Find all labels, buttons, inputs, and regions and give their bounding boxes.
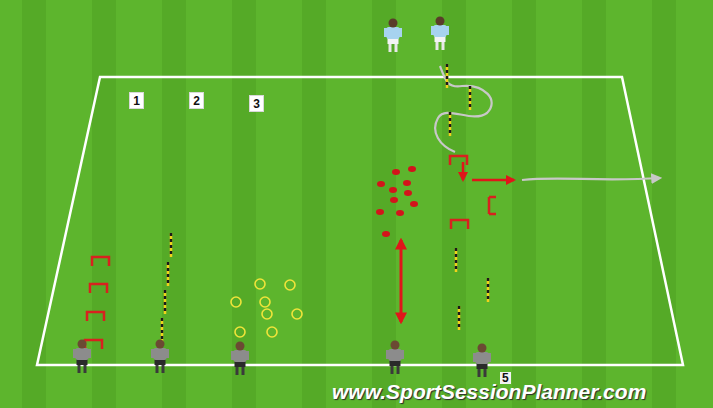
grass-stripe xyxy=(302,0,326,408)
slalom-pole xyxy=(162,318,163,342)
sprint-arrow xyxy=(400,240,403,322)
marker-dot xyxy=(377,181,385,187)
ring xyxy=(231,297,241,307)
slalom-pole xyxy=(168,262,169,286)
ring xyxy=(267,327,277,337)
slalom-pole xyxy=(447,64,448,88)
marker-dot xyxy=(403,180,411,186)
grass-stripe xyxy=(512,0,536,408)
marker-dot xyxy=(389,187,397,193)
marker-dot xyxy=(390,197,398,203)
hurdle xyxy=(85,340,102,349)
player xyxy=(231,342,249,376)
run-arrow xyxy=(472,179,514,182)
marker-dot xyxy=(396,210,404,216)
player xyxy=(473,344,491,378)
hurdle xyxy=(87,312,104,321)
player xyxy=(431,17,449,51)
slalom-pole xyxy=(456,248,457,272)
grass-stripe xyxy=(232,0,256,408)
ring xyxy=(285,280,295,290)
marker-dot xyxy=(392,169,400,175)
player xyxy=(73,340,91,374)
player xyxy=(151,340,169,374)
ring xyxy=(235,327,245,337)
dribble-path xyxy=(435,66,492,152)
hurdle xyxy=(489,197,496,214)
station-number: 2 xyxy=(189,92,204,109)
marker-dot xyxy=(410,201,418,207)
slalom-pole xyxy=(459,306,460,330)
dribble-path xyxy=(522,178,660,180)
run-arrow xyxy=(462,162,465,180)
hurdle xyxy=(90,284,107,293)
grass-stripes xyxy=(22,0,676,408)
agility-rings xyxy=(231,279,302,337)
ring xyxy=(262,309,272,319)
grass-stripe xyxy=(92,0,116,408)
marker-dot xyxy=(376,209,384,215)
player xyxy=(384,19,402,53)
station-number: 1 xyxy=(129,92,144,109)
hurdle xyxy=(92,257,109,266)
ring xyxy=(255,279,265,289)
marker-dot xyxy=(408,166,416,172)
player xyxy=(386,341,404,375)
station-label: 1 xyxy=(133,95,140,107)
slalom-pole xyxy=(488,278,489,302)
slalom-pole xyxy=(171,233,172,257)
grass-stripe xyxy=(582,0,606,408)
grass-stripe xyxy=(22,0,46,408)
marker-dot xyxy=(404,190,412,196)
grass-stripe xyxy=(442,0,466,408)
markers xyxy=(376,166,418,237)
hurdle xyxy=(451,220,468,229)
ring xyxy=(292,309,302,319)
watermark: www.SportSessionPlanner.com xyxy=(332,381,646,402)
marker-dot xyxy=(382,231,390,237)
station-number: 3 xyxy=(249,95,264,112)
station-label: 3 xyxy=(253,98,260,110)
ring xyxy=(260,297,270,307)
station-label: 2 xyxy=(193,95,200,107)
slalom-pole xyxy=(450,112,451,136)
grass-stripe xyxy=(652,0,676,408)
grass-stripe xyxy=(162,0,186,408)
hurdle xyxy=(450,156,467,165)
pitch-boundary xyxy=(37,77,683,365)
slalom-pole xyxy=(165,290,166,314)
slalom-pole xyxy=(470,86,471,110)
